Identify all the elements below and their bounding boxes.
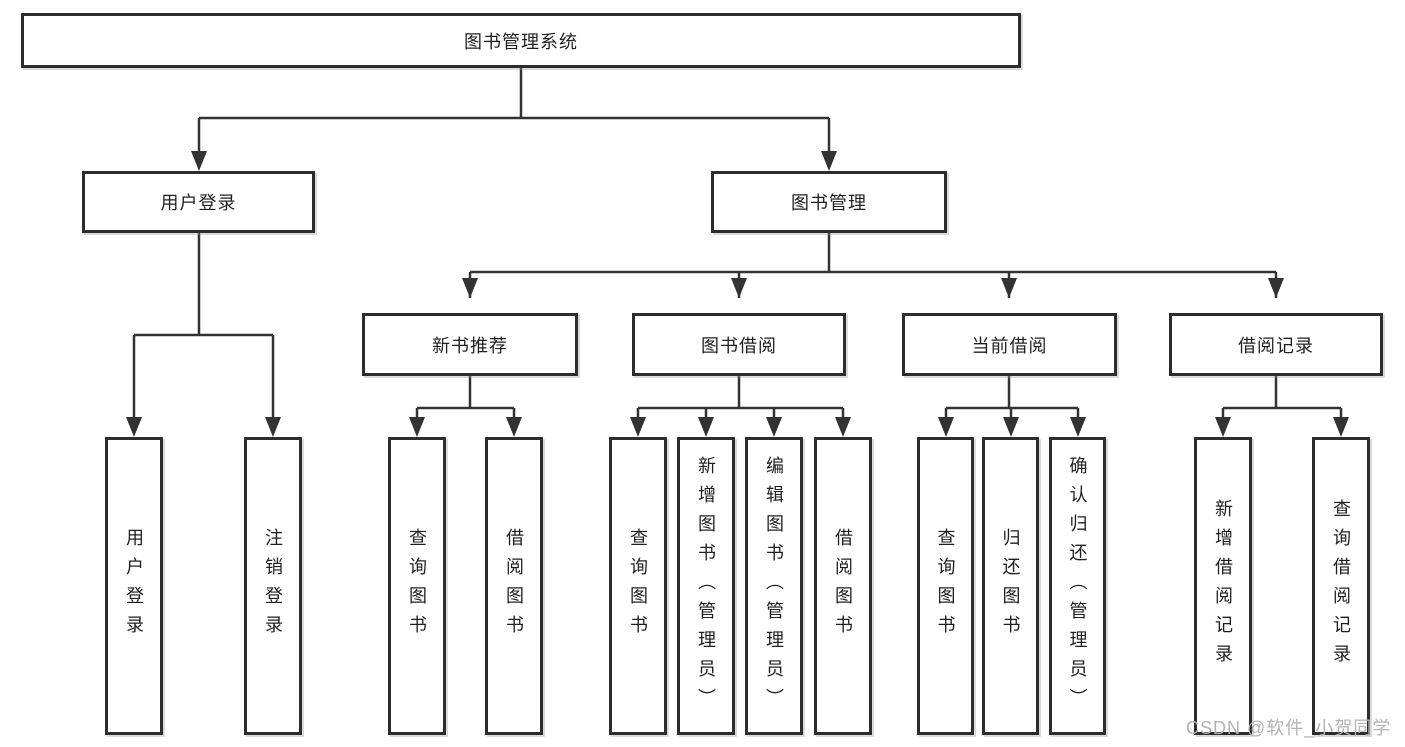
- node-book-management: 图书管理: [711, 171, 947, 233]
- leaf-query-borrow-record: 查询借阅记录: [1312, 437, 1370, 735]
- leaf-return-books: 归还图书: [982, 437, 1039, 735]
- node-user-login: 用户登录: [82, 171, 315, 233]
- csdn-watermark: CSDN @软件_小贺同学: [1186, 718, 1392, 738]
- node-library-management-system: 图书管理系统: [21, 13, 1021, 68]
- leaf-confirm-return-admin: 确认归还（管理员）: [1049, 437, 1106, 735]
- node-book-borrowing: 图书借阅: [632, 313, 846, 376]
- leaf-add-borrow-record: 新增借阅记录: [1194, 437, 1252, 735]
- leaf-query-books: 查询图书: [388, 437, 446, 735]
- leaf-edit-books-admin: 编辑图书（管理员）: [745, 437, 803, 735]
- leaf-borrow-books: 借阅图书: [485, 437, 543, 735]
- leaf-query-books: 查询图书: [609, 437, 667, 735]
- leaf-borrow-books: 借阅图书: [814, 437, 872, 735]
- node-new-book-recommendation: 新书推荐: [362, 313, 578, 376]
- leaf-query-books: 查询图书: [917, 437, 974, 735]
- node-current-borrowing: 当前借阅: [902, 313, 1117, 376]
- leaf-user-login: 用户登录: [105, 437, 163, 735]
- leaf-add-books-admin: 新增图书（管理员）: [677, 437, 735, 735]
- leaf-logout: 注销登录: [244, 437, 302, 735]
- node-borrowing-records: 借阅记录: [1169, 313, 1383, 376]
